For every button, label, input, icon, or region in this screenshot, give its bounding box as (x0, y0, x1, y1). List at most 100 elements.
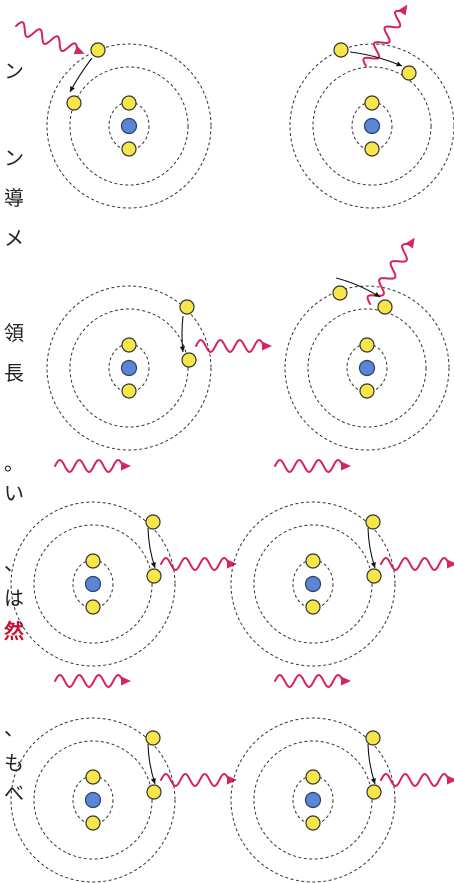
nucleus (84, 791, 102, 809)
absorption-panel (15, 21, 212, 209)
electron (181, 352, 197, 368)
nucleus (84, 575, 102, 593)
electron (305, 599, 321, 615)
excited-emission-panel (289, 4, 454, 209)
atom (289, 43, 454, 209)
electron (90, 42, 106, 58)
photon-wave (362, 9, 404, 67)
side-text-char: べ (4, 781, 24, 805)
side-text-char: い (4, 481, 24, 505)
electron (366, 568, 382, 584)
photon-arrowhead (341, 676, 351, 686)
spontaneous-emission-panel (46, 285, 272, 451)
outer-orbit (10, 717, 176, 883)
electron (146, 568, 162, 584)
electron (85, 599, 101, 615)
outer-orbit (230, 717, 396, 883)
electron (366, 784, 382, 800)
middle-orbit (69, 66, 189, 186)
stimulated-emission-1-panel (10, 459, 237, 667)
nucleus (120, 359, 138, 377)
emitted-photon (380, 773, 454, 787)
spontaneous-emission-2-panel (284, 237, 450, 451)
outer-orbit (46, 43, 212, 209)
jump-arrow-head (179, 346, 185, 352)
outer-orbit (289, 43, 454, 209)
electron (377, 299, 393, 315)
electron (364, 141, 380, 157)
photon-arrowhead (341, 461, 351, 471)
photon-arrowhead (227, 559, 237, 569)
electron (121, 141, 137, 157)
electron (145, 730, 161, 746)
photon-arrowhead (121, 676, 131, 686)
stimulating-photon (54, 674, 131, 688)
jump-arrow-head (150, 778, 156, 784)
side-text-char: 、 (4, 716, 24, 740)
electron-jump-arrow (367, 527, 376, 569)
photon-wave (380, 557, 450, 571)
emitted-photon (362, 4, 408, 67)
electron (359, 337, 375, 353)
photon-wave (366, 243, 412, 305)
electron-jump-arrow (349, 51, 403, 67)
emitted-photon (366, 237, 415, 305)
electron-jump-arrow (69, 57, 93, 93)
electron-jump-arrow (367, 743, 376, 785)
side-text-char: 。 (4, 451, 24, 475)
photon-wave (274, 674, 344, 688)
electron (85, 815, 101, 831)
side-text-char: 導 (4, 186, 24, 210)
photon-arrowhead (73, 45, 85, 55)
photon-wave (15, 21, 79, 53)
emitted-photon (160, 557, 237, 571)
middle-orbit (253, 740, 373, 860)
electron-jump-arrow (335, 277, 381, 298)
nucleus (358, 359, 376, 377)
middle-orbit (253, 524, 373, 644)
electron (305, 815, 321, 831)
electron (146, 784, 162, 800)
incoming-photon (15, 21, 85, 55)
atom-panels (10, 4, 454, 883)
photon-wave (195, 339, 265, 353)
side-text-char: 領 (4, 321, 24, 345)
electron (401, 65, 417, 81)
outer-orbit (10, 501, 176, 667)
electron (333, 42, 349, 58)
middle-orbit (33, 524, 153, 644)
atom (10, 717, 176, 883)
stimulated-emission-4-panel (230, 674, 454, 883)
photon-arrowhead (262, 341, 272, 351)
photon-arrowhead (447, 559, 454, 569)
side-text-char: 然 (4, 619, 24, 643)
electron (66, 95, 82, 111)
side-text-char: ン (4, 59, 24, 83)
jump-arrow-line (147, 743, 156, 785)
side-text-char: 、 (4, 551, 24, 575)
nucleus (120, 117, 138, 135)
stimulated-emission-3-panel (10, 674, 237, 883)
electron (85, 553, 101, 569)
electron (121, 95, 137, 111)
electron (305, 769, 321, 785)
side-text-char: ン (4, 146, 24, 170)
jump-arrow-head (370, 562, 376, 568)
stimulated-emission-2-panel (230, 459, 454, 667)
electron-jump-arrow (179, 315, 185, 353)
nucleus (304, 575, 322, 593)
jump-arrow-head (396, 61, 402, 67)
atom (230, 501, 396, 667)
electron (332, 285, 348, 301)
electron (121, 383, 137, 399)
photon-wave (54, 674, 124, 688)
stimulating-photon (274, 459, 351, 473)
photon-arrowhead (405, 237, 415, 249)
atom (10, 501, 176, 667)
emitted-photon (380, 557, 454, 571)
side-text-char: 長 (4, 361, 24, 385)
electron (121, 337, 137, 353)
jump-arrow-head (374, 291, 380, 297)
